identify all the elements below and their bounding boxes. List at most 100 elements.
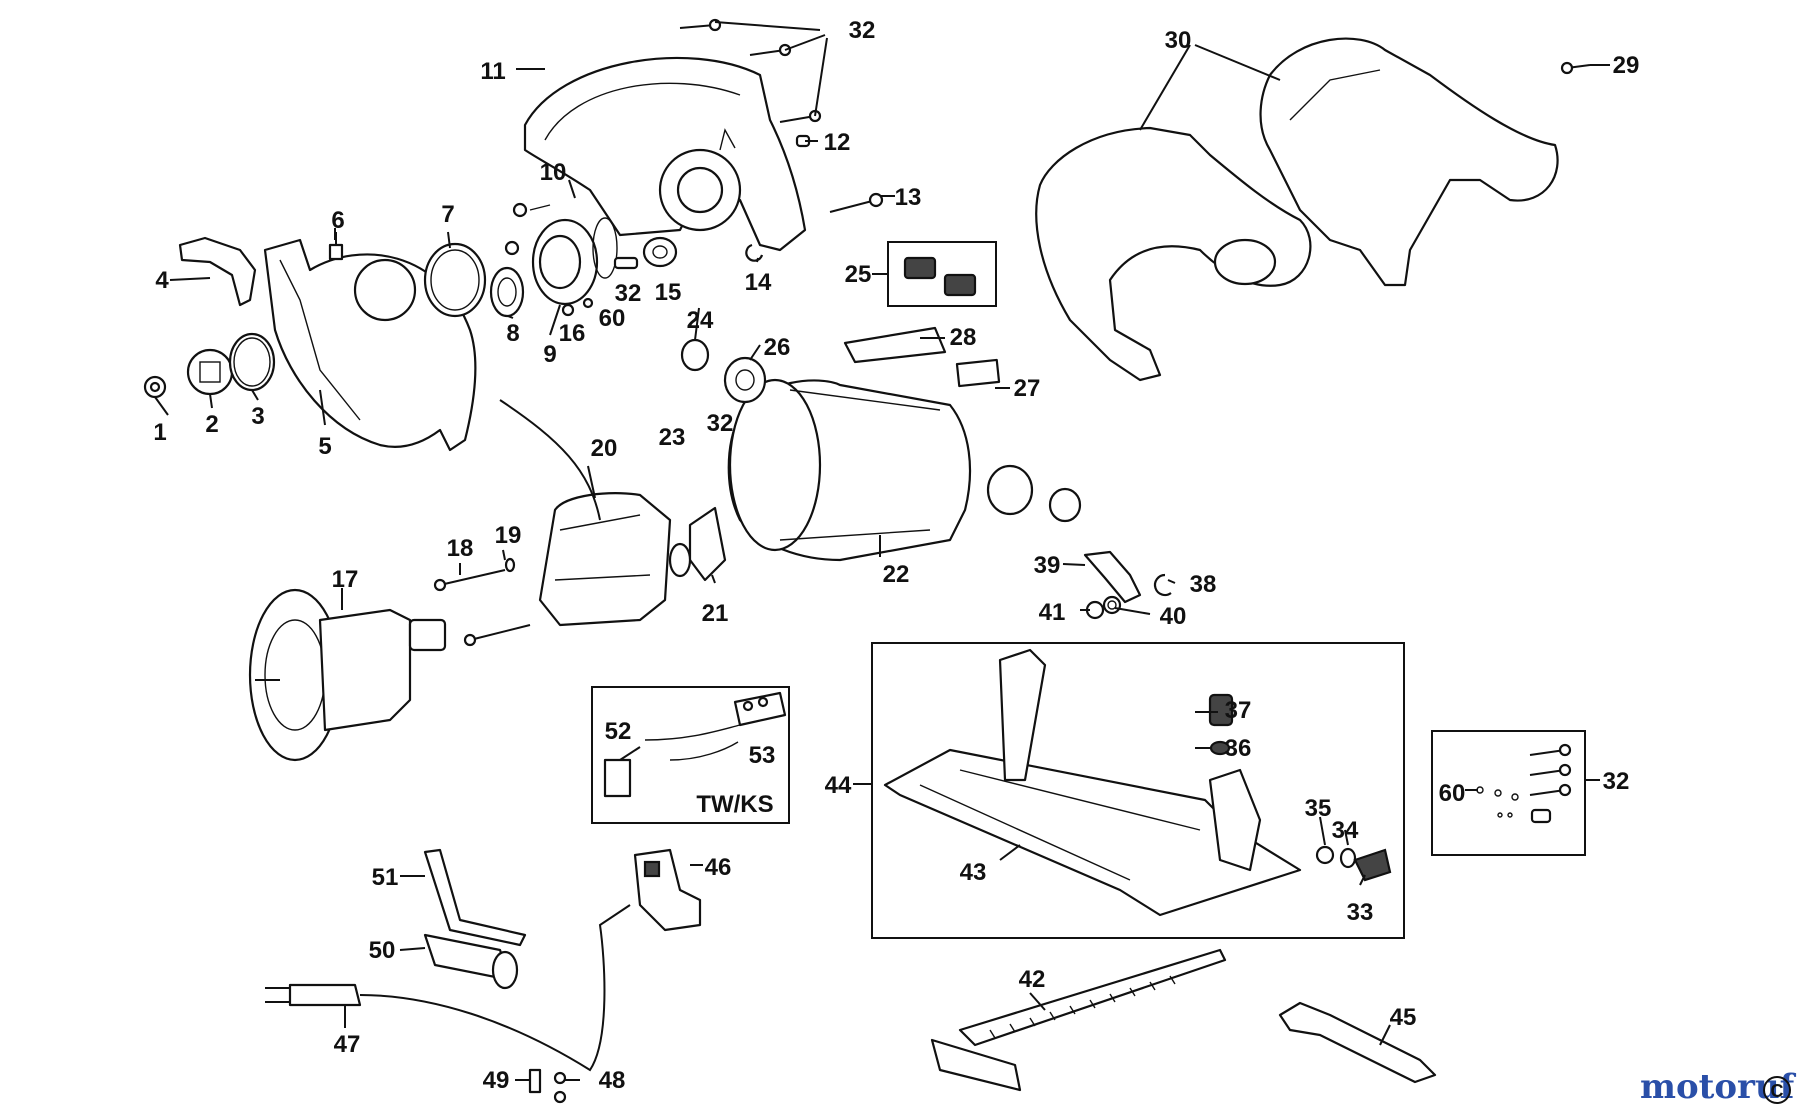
label-13: 13 (895, 184, 922, 211)
wire-52 (603, 724, 741, 798)
washers-40-41 (1085, 595, 1122, 620)
pin-13 (829, 192, 884, 213)
label-5: 5 (318, 433, 331, 460)
label-40: 40 (1160, 603, 1187, 630)
parts-33-35 (1315, 845, 1392, 882)
label-46: 46 (705, 854, 732, 881)
label-25: 25 (845, 261, 872, 288)
label-33: 33 (1347, 899, 1374, 926)
watermark-mark: C (1771, 1081, 1784, 1101)
switch-46 (633, 848, 702, 932)
label-52: 52 (605, 718, 632, 745)
armature (248, 588, 447, 762)
label-7: 7 (441, 201, 454, 228)
blade-ring (228, 332, 276, 392)
label-24: 24 (687, 307, 714, 334)
terminal-block-53 (733, 691, 787, 727)
label-47: 47 (334, 1031, 361, 1058)
label-2: 2 (205, 411, 218, 438)
power-cord-47 (265, 904, 631, 1072)
washer-19 (504, 557, 516, 573)
label-60-nut: 60 (599, 305, 626, 332)
bushing-15 (642, 236, 678, 268)
bearing-end (986, 464, 1082, 523)
label-51: 51 (372, 864, 399, 891)
handle-housing-half-a (1035, 126, 1312, 382)
label-8: 8 (506, 320, 519, 347)
label-45: 45 (1390, 1004, 1417, 1031)
label-6: 6 (331, 207, 344, 234)
knob-37 (1208, 693, 1234, 727)
label-1: 1 (153, 419, 166, 446)
label-32-box: 32 (1603, 768, 1630, 795)
label-12: 12 (824, 129, 851, 156)
kit-label-twks: TW/KS (696, 791, 773, 818)
label-11: 11 (480, 58, 505, 85)
label-29: 29 (1613, 52, 1640, 79)
motor-housing (727, 378, 972, 562)
label-50: 50 (369, 937, 396, 964)
label-38: 38 (1190, 571, 1217, 598)
label-27 (955, 358, 1001, 388)
label-3: 3 (251, 403, 264, 430)
bushing-24 (680, 338, 710, 372)
label-41: 41 (1039, 599, 1066, 626)
screw-kit-box (1431, 730, 1586, 856)
label-44: 44 (825, 772, 852, 799)
screws-48-49 (528, 1068, 567, 1104)
field-coil (499, 399, 672, 627)
label-20: 20 (591, 435, 618, 462)
label-48: 48 (599, 1067, 626, 1094)
sleeve-50 (423, 933, 519, 990)
label-27: 27 (1014, 375, 1041, 402)
label-32-arm: 32 (615, 280, 642, 307)
label-43: 43 (960, 859, 987, 886)
label-30: 30 (1165, 27, 1192, 54)
screw-10 (504, 202, 551, 256)
bracket-39 (1083, 550, 1142, 604)
label-42: 42 (1019, 966, 1046, 993)
rip-fence-42 (930, 948, 1227, 1092)
label-32-mid: 32 (707, 410, 734, 437)
label-35: 35 (1305, 795, 1332, 822)
screws-18 (433, 569, 531, 647)
screw-16 (561, 297, 594, 317)
label-15: 15 (655, 279, 682, 306)
shoe-assembly-box (871, 642, 1405, 939)
label-19: 19 (495, 522, 522, 549)
clip-38 (1153, 573, 1172, 597)
carbon-brushes (903, 256, 977, 297)
label-49: 49 (483, 1067, 510, 1094)
label-32-top: 32 (849, 17, 876, 44)
label-14: 14 (745, 269, 772, 296)
shoe-plate-43 (883, 648, 1302, 917)
blade-bolt (143, 375, 167, 399)
label-16: 16 (559, 320, 586, 347)
spindle-gear-9 (531, 217, 618, 306)
label-60-box: 60 (1439, 780, 1466, 807)
bearing-8 (489, 266, 525, 318)
label-28: 28 (950, 324, 977, 351)
hex-key-51 (423, 848, 527, 947)
screw-kit-parts (1476, 743, 1572, 824)
label-10: 10 (540, 159, 567, 186)
screw-29 (1560, 61, 1591, 75)
upper-blade-guard (523, 56, 807, 252)
label-37: 37 (1225, 697, 1252, 724)
clip-14 (745, 243, 764, 262)
label-18: 18 (447, 535, 474, 562)
label-53: 53 (749, 742, 776, 769)
label-21: 21 (702, 600, 729, 627)
label-22: 22 (883, 561, 910, 588)
bearing-26 (723, 356, 767, 404)
label-36: 36 (1225, 735, 1252, 762)
label-28 (843, 326, 947, 364)
handle-housing-half-b (1259, 37, 1559, 287)
spanner-45 (1278, 1001, 1437, 1084)
guard-lever (178, 236, 257, 307)
label-26: 26 (764, 334, 791, 361)
label-9: 9 (543, 341, 556, 368)
lower-blade-guard (263, 238, 477, 452)
label-23: 23 (659, 424, 686, 451)
